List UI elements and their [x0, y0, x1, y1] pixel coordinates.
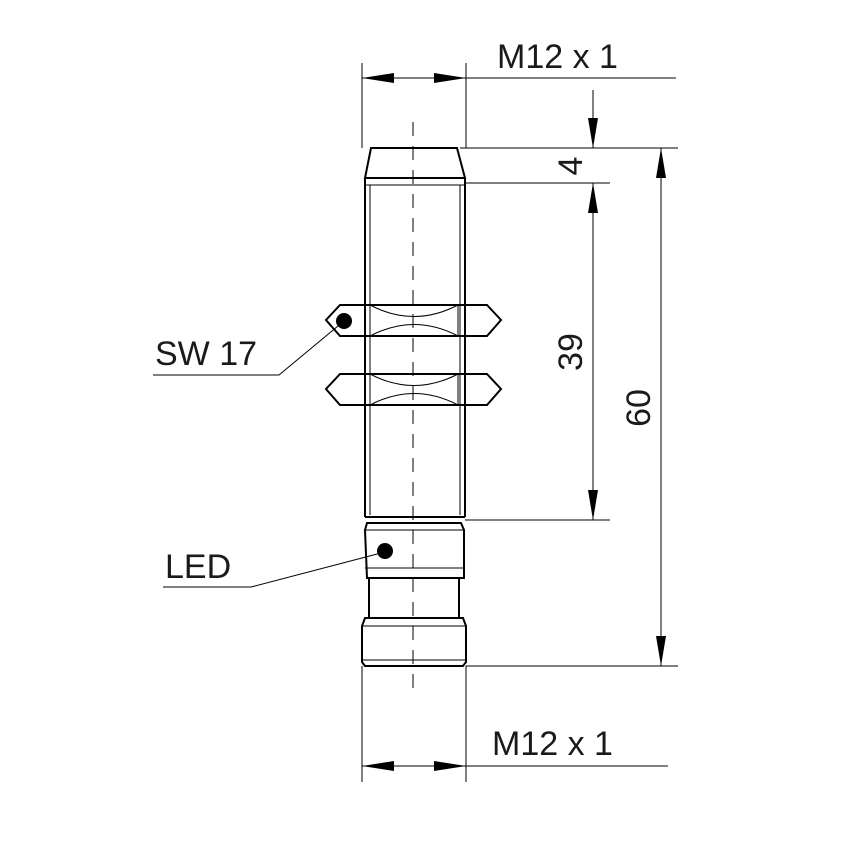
sensor-body [363, 147, 467, 518]
dimension-thread-top [361, 63, 676, 148]
dimension-thread-bottom [361, 666, 668, 782]
led-label: LED [165, 548, 231, 586]
connector [361, 522, 467, 667]
dimension-label-39: 39 [552, 333, 590, 371]
sensing-face [363, 147, 467, 179]
leader-led [163, 552, 382, 588]
dimension-60 [656, 148, 666, 666]
dimension-label-60: 60 [620, 389, 658, 427]
hex-nut-upper [324, 304, 503, 337]
led-indicator-dot [377, 543, 393, 559]
m12-plug [361, 617, 467, 667]
thread-label-bottom: M12 x 1 [492, 725, 613, 763]
dimension-39 [588, 183, 598, 520]
wrench-size-label: SW 17 [155, 335, 257, 373]
thread-label-top: M12 x 1 [497, 38, 618, 76]
dimension-label-4: 4 [552, 157, 590, 176]
hex-nut-lower [324, 373, 503, 406]
reference-dot-sw17 [336, 313, 352, 329]
leader-sw17 [153, 325, 339, 376]
